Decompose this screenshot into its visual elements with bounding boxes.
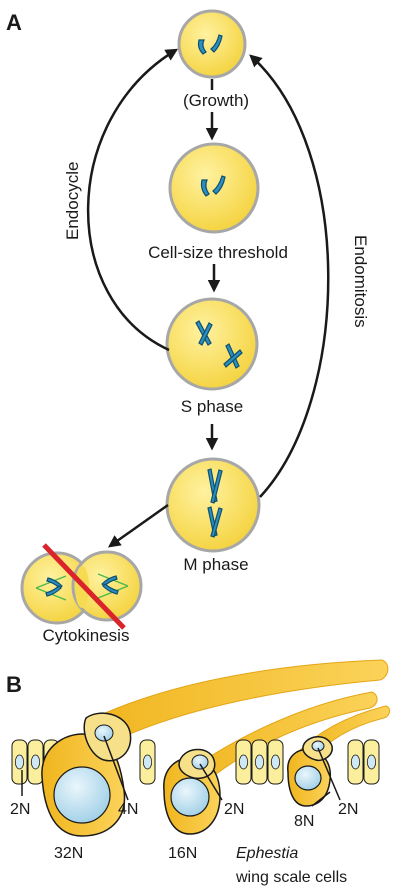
- epithelial-nucleus: [30, 754, 41, 770]
- arrow-m-to-cytokinesis: [107, 503, 169, 548]
- epithelial-nucleus: [142, 754, 153, 770]
- endocycle-arrow: [86, 48, 179, 352]
- scale-cell-8n: [287, 736, 333, 807]
- growth-label: (Growth): [183, 91, 249, 110]
- ploidy-2n-right: 2N: [338, 801, 358, 818]
- ploidy-16n: 16N: [168, 845, 197, 862]
- ploidy-leaders: [21, 735, 341, 807]
- epithelial-nucleus: [270, 754, 281, 770]
- endomitosis-arrow: [249, 54, 330, 498]
- s-phase-cell: [165, 297, 259, 391]
- m-phase-label: M phase: [183, 555, 248, 574]
- epithelial-nucleus: [254, 754, 265, 770]
- endocycle-label: Endocycle: [63, 162, 82, 240]
- ploidy-8n: 8N: [294, 813, 314, 830]
- scale-cell-16n: [163, 748, 221, 835]
- panel-b-letter: B: [6, 672, 22, 697]
- ploidy-2n-middle: 2N: [224, 801, 244, 818]
- cytokinesis-cell: [20, 550, 143, 625]
- threshold-label: Cell-size threshold: [148, 243, 288, 262]
- endomitosis-label: Endomitosis: [351, 235, 370, 328]
- ploidy-32n: 32N: [54, 845, 83, 862]
- caption-species: Ephestia: [236, 845, 298, 862]
- caption-description: wing scale cells: [235, 869, 347, 886]
- ploidy-4n: 4N: [118, 801, 138, 818]
- s-phase-label: S phase: [181, 397, 243, 416]
- ploidy-2n-left: 2N: [10, 801, 30, 818]
- epithelial-nucleus: [350, 754, 361, 770]
- panel-a-letter: A: [6, 10, 22, 35]
- cytokinesis-strike: [42, 543, 126, 630]
- m-phase-cell: [165, 457, 261, 553]
- threshold-cell: [168, 142, 260, 234]
- epithelial-nucleus: [14, 754, 25, 770]
- epithelial-nucleus: [366, 754, 377, 770]
- growth-cell: [177, 9, 247, 79]
- epithelial-nucleus: [238, 754, 249, 770]
- cytokinesis-label: Cytokinesis: [43, 626, 130, 645]
